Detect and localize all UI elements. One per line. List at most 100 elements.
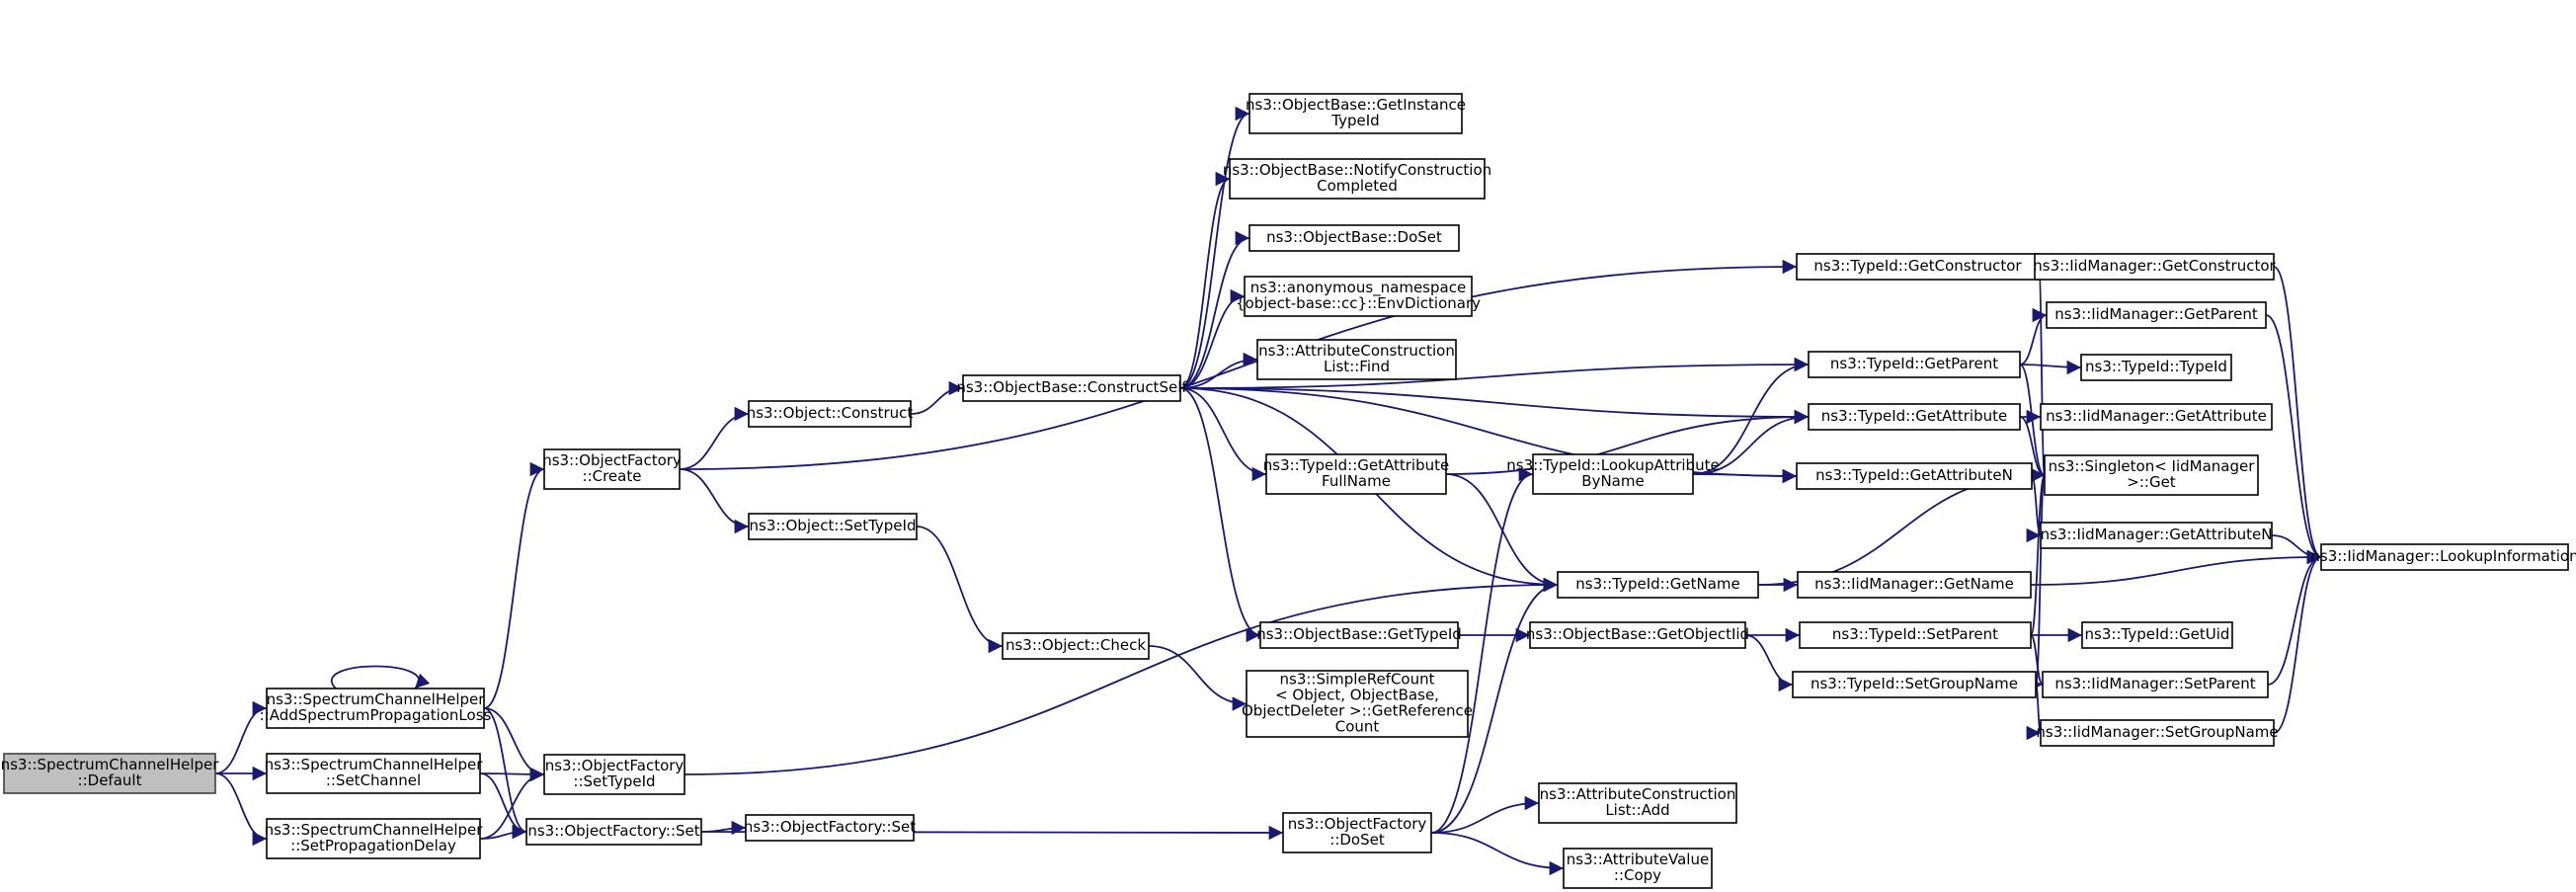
node-box xyxy=(2044,454,2259,496)
edge-n1-n1 xyxy=(331,665,431,689)
node-label: ns3::TypeId::GetName xyxy=(1575,575,1739,593)
node-ns3-objectfactory-create[interactable]: ns3::ObjectFactory::Create xyxy=(542,448,682,490)
edge-n18-n28 xyxy=(1445,409,1810,475)
node-ns3-objectbase-doset[interactable]: ns3::ObjectBase::DoSet xyxy=(1248,224,1460,252)
node-box xyxy=(543,754,685,795)
node-box xyxy=(266,818,481,859)
node-ns3-typeid-getname[interactable]: ns3::TypeId::GetName xyxy=(1557,571,1759,599)
node-ns3-typeid-getparent[interactable]: ns3::TypeId::GetParent xyxy=(1808,351,2021,378)
node-ns3-spectrumchannelhelper-addspectrumpropagationloss[interactable]: ns3::SpectrumChannelHelper::AddSpectrumP… xyxy=(260,688,492,729)
node-ns3-objectbase-constructself[interactable]: ns3::ObjectBase::ConstructSelf xyxy=(956,374,1187,402)
edge-n12-n22 xyxy=(1430,577,1559,834)
node-ns3-typeid-getuid[interactable]: ns3::TypeId::GetUid xyxy=(2081,621,2233,649)
edge-n27-n34 xyxy=(2019,307,2048,365)
node-ns3-iidmanager-getconstructor[interactable]: ns3::IidManager::GetConstructor xyxy=(2033,253,2277,281)
edge-n3-n6 xyxy=(479,824,527,840)
node-ns3-typeid-getattribute[interactable]: ns3::TypeId::GetAttribute xyxy=(1808,403,2021,431)
node-label: ns3::IidManager::GetAttribute xyxy=(2046,407,2267,425)
node-ns3-object-settypeid[interactable]: ns3::Object::SetTypeId xyxy=(748,513,918,540)
node-label: Completed xyxy=(1317,177,1398,195)
node-box xyxy=(1538,782,1737,824)
node-label: ns3::ObjectFactory xyxy=(542,451,682,469)
node-box xyxy=(962,374,1181,402)
node-label: ns3::SpectrumChannelHelper xyxy=(265,821,484,839)
node-ns3-attributevalue-copy[interactable]: ns3::AttributeValue::Copy xyxy=(1563,848,1713,889)
node-label: ns3::ObjectFactory::Set xyxy=(744,818,916,836)
node-box xyxy=(748,513,918,540)
node-ns3-typeid-setgroupname[interactable]: ns3::TypeId::SetGroupName xyxy=(1792,671,2037,698)
node-label: ::SetChannel xyxy=(326,771,421,789)
node-ns3-typeid-typeid[interactable]: ns3::TypeId::TypeId xyxy=(2080,354,2232,381)
edge-n12-n25 xyxy=(1430,832,1565,876)
node-ns3-spectrumchannelhelper-setchannel[interactable]: ns3::SpectrumChannelHelper::SetChannel xyxy=(265,753,484,794)
node-label: ByName xyxy=(1581,472,1644,490)
node-box xyxy=(2040,403,2273,431)
node-ns3-typeid-setparent[interactable]: ns3::TypeId::SetParent xyxy=(1799,621,2032,649)
node-ns3-iidmanager-setparent[interactable]: ns3::IidManager::SetParent xyxy=(2042,671,2269,698)
node-box xyxy=(2081,621,2233,649)
node-label: ns3::Object::SetTypeId xyxy=(750,517,917,534)
edge-n8-n11 xyxy=(916,526,1004,654)
node-label: ns3::ObjectFactory xyxy=(1288,815,1427,833)
node-ns3-simplerefcount-object-objectbase-objectdeleter-getreference-count[interactable]: ns3::SimpleRefCount< Object, ObjectBase,… xyxy=(1242,670,1473,738)
node-ns3-object-check[interactable]: ns3::Object::Check xyxy=(1002,632,1150,660)
node-ns3-objectfactory-set[interactable]: ns3::ObjectFactory::Set xyxy=(744,814,916,842)
node-ns3-objectfactory-settypeid[interactable]: ns3::ObjectFactory::SetTypeId xyxy=(543,754,685,795)
node-ns3-objectbase-getobjectiid[interactable]: ns3::ObjectBase::GetObjectIid xyxy=(1526,621,1749,649)
node-ns3-iidmanager-lookupinformation[interactable]: ns3::IidManager::LookupInformation xyxy=(2310,543,2576,571)
node-ns3-objectfactory-doset[interactable]: ns3::ObjectFactory::DoSet xyxy=(1282,812,1432,853)
node-label: ns3::ObjectFactory xyxy=(545,757,684,774)
edge-n10-n28 xyxy=(1179,387,1810,425)
node-label: TypeId xyxy=(1330,112,1379,129)
node-ns3-iidmanager-getname[interactable]: ns3::IidManager::GetName xyxy=(1797,571,2032,599)
node-box xyxy=(2320,543,2569,571)
node-ns3-iidmanager-getattribute[interactable]: ns3::IidManager::GetAttribute xyxy=(2040,403,2273,431)
node-box xyxy=(748,400,912,428)
node-ns3-singleton-iidmanager-get[interactable]: ns3::Singleton< IidManager>::Get xyxy=(2044,454,2259,496)
edge-n30-n42 xyxy=(2030,549,2322,586)
node-box xyxy=(1799,621,2032,649)
edge-n21-n29 xyxy=(1692,468,1798,484)
node-ns3-typeid-getconstructor[interactable]: ns3::TypeId::GetConstructor xyxy=(1796,253,2040,281)
edge-n3-n5 xyxy=(479,767,545,840)
node-label: ns3::TypeId::GetParent xyxy=(1830,355,1998,372)
node-label: ::AddSpectrumPropagationLoss xyxy=(260,706,492,724)
node-box xyxy=(2034,253,2275,281)
node-ns3-iidmanager-setgroupname[interactable]: ns3::IidManager::SetGroupName xyxy=(2036,719,2279,747)
node-label: ns3::TypeId::TypeId xyxy=(2085,358,2227,375)
node-ns3-iidmanager-getparent[interactable]: ns3::IidManager::GetParent xyxy=(2046,301,2267,329)
node-ns3-anonymous-namespace-object-base-cc-envdictionary[interactable]: ns3::anonymous_namespace{object-base::cc… xyxy=(1236,276,1481,317)
node-box xyxy=(2040,522,2273,549)
node-label: ns3::IidManager::GetAttributeN xyxy=(2041,526,2273,543)
node-label: ns3::IidManager::GetName xyxy=(1814,575,2014,593)
node-ns3-spectrumchannelhelper-default[interactable]: ns3::SpectrumChannelHelper::Default xyxy=(1,753,220,794)
node-label: ::SetTypeId xyxy=(573,772,655,790)
node-label: ns3::TypeId::GetUid xyxy=(2085,625,2230,643)
edge-n10-n19 xyxy=(1179,387,1261,643)
node-box xyxy=(1244,276,1473,317)
edge-n1-n4 xyxy=(483,461,545,709)
node-ns3-iidmanager-getattributen[interactable]: ns3::IidManager::GetAttributeN xyxy=(2040,522,2273,549)
node-box xyxy=(1248,224,1460,252)
edge-n5-n22 xyxy=(684,577,1559,775)
node-label: ns3::ObjectBase::NotifyConstruction xyxy=(1223,161,1491,179)
node-label: ns3::IidManager::GetConstructor xyxy=(2033,257,2276,275)
node-label: ::Copy xyxy=(1614,866,1661,884)
node-ns3-object-construct[interactable]: ns3::Object::Construct xyxy=(747,400,914,428)
node-ns3-objectfactory-set[interactable]: ns3::ObjectFactory::Set xyxy=(525,818,702,846)
node-ns3-objectbase-notifyconstruction-completed[interactable]: ns3::ObjectBase::NotifyConstructionCompl… xyxy=(1223,158,1491,200)
node-ns3-objectbase-gettypeid[interactable]: ns3::ObjectBase::GetTypeId xyxy=(1256,621,1462,649)
edge-n10-n15 xyxy=(1179,230,1250,389)
edge-n10-n16 xyxy=(1179,288,1246,389)
node-ns3-spectrumchannelhelper-setpropagationdelay[interactable]: ns3::SpectrumChannelHelper::SetPropagati… xyxy=(265,818,484,859)
node-label: ::Create xyxy=(583,467,642,485)
node-box xyxy=(266,753,481,794)
node-ns3-typeid-getattributen[interactable]: ns3::TypeId::GetAttributeN xyxy=(1796,462,2033,490)
node-box xyxy=(1265,453,1447,495)
node-box xyxy=(1259,621,1459,649)
